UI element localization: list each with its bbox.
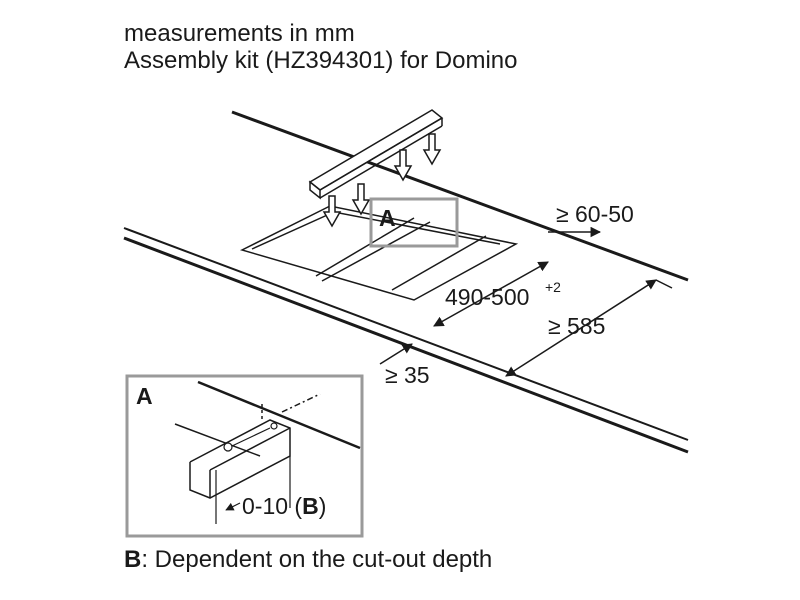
back-clearance-label: ≥ 60-50	[556, 201, 634, 227]
screw	[223, 422, 278, 452]
footnote: B: Dependent on the cut-out depth	[124, 546, 492, 574]
arrow-down-icon	[322, 195, 342, 228]
mounting-bar	[308, 109, 444, 200]
down-arrows	[322, 133, 442, 228]
front-clearance-label: ≥ 35	[385, 362, 430, 388]
title-block: measurements in mm Assembly kit (HZ39430…	[124, 20, 517, 74]
dim-back-clearance: ≥ 60-50	[548, 201, 634, 238]
cutout-depth-label: ≥ 585	[548, 313, 605, 339]
arrow-down-icon	[422, 133, 442, 166]
units-note: measurements in mm	[124, 20, 355, 47]
dim-front-clearance: ≥ 35	[379, 343, 430, 388]
footnote-text: : Dependent on the cut-out depth	[141, 546, 493, 573]
arrow-down-icon	[393, 149, 413, 182]
cutout-width-label: 490-500	[445, 284, 529, 310]
detail-marker-label: A	[379, 205, 396, 231]
detail-view-a: A 0-10 (B)	[125, 374, 364, 538]
footnote-key: B	[124, 546, 142, 573]
dim-cutout-depth: ≥ 585	[505, 279, 673, 377]
detail-marker-box: A	[369, 197, 459, 248]
detail-view-title: A	[136, 383, 153, 409]
worktop-back-edge	[231, 110, 689, 282]
arrow-down-icon	[351, 183, 371, 216]
cutout-width-tolerance: +2	[545, 279, 561, 295]
kit-title: Assembly kit (HZ394301) for Domino	[124, 47, 518, 74]
offset-value: 0-10 (B)	[242, 493, 326, 519]
